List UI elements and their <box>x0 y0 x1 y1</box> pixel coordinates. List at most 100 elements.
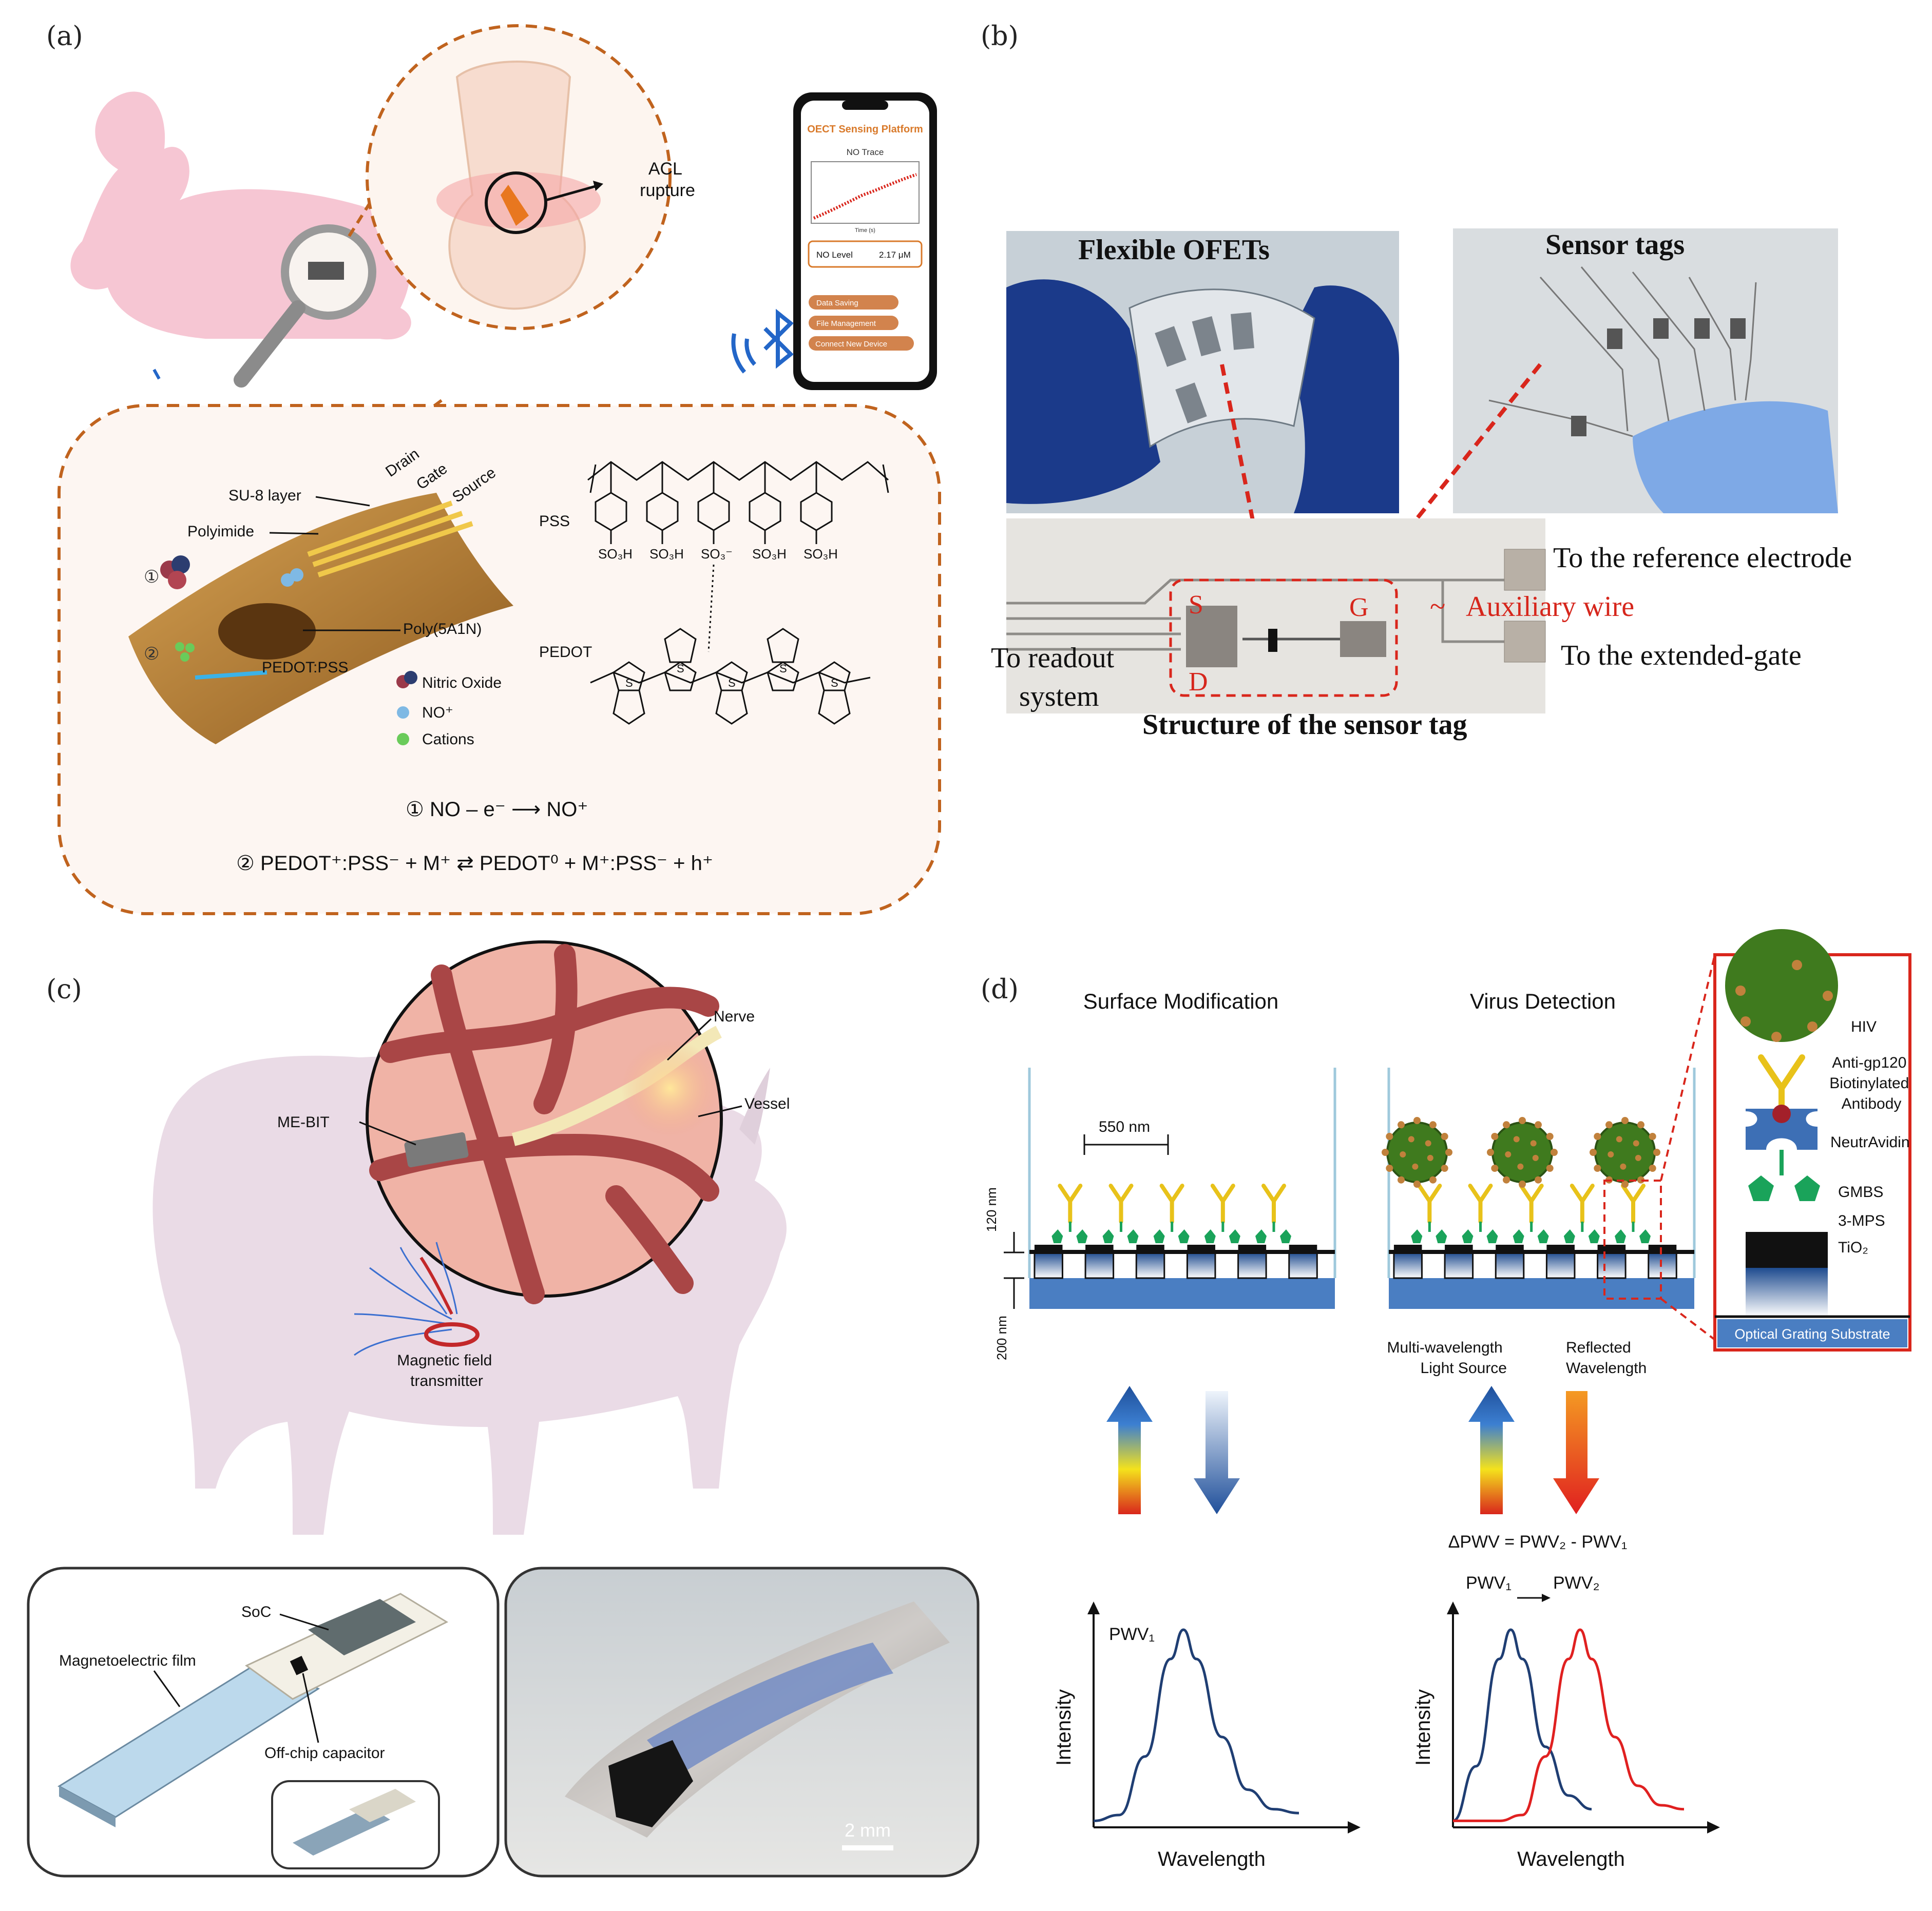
device-sensing-well <box>218 603 316 660</box>
panel-c: (c) ME-BIT Nerve Vessel <box>27 940 980 1878</box>
substrate-left <box>1029 1278 1335 1309</box>
arrow-reflected-left <box>1194 1391 1240 1514</box>
panel-d: (d) Surface Modification Virus Detection… <box>981 929 1911 1870</box>
grating-tooth <box>1648 1251 1677 1279</box>
chart2-xlabel: Wavelength <box>1517 1848 1625 1870</box>
label-g: G <box>1349 593 1369 622</box>
phone-button-files-label: File Management <box>816 319 876 328</box>
title-virus-detection: Virus Detection <box>1470 989 1616 1013</box>
phone-button-files[interactable] <box>809 316 898 330</box>
glove-hand <box>1633 401 1838 513</box>
delta-pwv: ΔPWV = PWV₂ - PWV₁ <box>1448 1532 1628 1552</box>
inset-antibody-line2: Biotinylated <box>1829 1075 1909 1092</box>
marker-2: ② <box>144 644 159 664</box>
title-surface-mod: Surface Modification <box>1083 989 1279 1013</box>
label-reflected: Reflected Wavelength <box>1566 1339 1647 1377</box>
chart2-ylabel: Intensity <box>1412 1689 1434 1766</box>
curve-1 <box>1452 1628 1592 1822</box>
source-drain-chip <box>1186 606 1237 667</box>
virus-particle <box>1590 1117 1660 1188</box>
panel-d-label: (d) <box>981 974 1019 1005</box>
antibody <box>1462 1184 1498 1243</box>
label-s: S <box>1189 590 1203 620</box>
label-transmitter-line2: transmitter <box>410 1373 483 1389</box>
panel-b: (b) Flexible OFETs Sensor tags <box>981 21 1852 741</box>
inset-antibody-line3: Antibody <box>1842 1095 1902 1112</box>
label-mebit: ME-BIT <box>277 1114 330 1131</box>
phone-level-box <box>808 240 923 268</box>
scale-bar-label: 2 mm <box>845 1820 891 1841</box>
antibody <box>1102 1184 1139 1243</box>
substrate-right <box>1389 1278 1694 1309</box>
well-walls <box>1028 1068 1696 1278</box>
so3h-2: SO₃H <box>649 546 684 562</box>
label-readout-line2: system <box>1019 681 1099 712</box>
phone-title: OECT Sensing Platform <box>807 124 923 135</box>
label-light-source: Multi-wavelength Light Source <box>1387 1339 1507 1377</box>
soc-chip <box>308 1599 416 1655</box>
grating-tooth <box>1495 1251 1525 1279</box>
arrow-tags-to-tag <box>1394 363 1542 546</box>
pedot-s-1: S <box>625 677 633 689</box>
inset-grating <box>1746 1268 1828 1317</box>
chart1-ylabel: Intensity <box>1053 1689 1075 1766</box>
optical-grating-substrate <box>1717 1319 1907 1347</box>
phone-button-save[interactable] <box>809 295 898 310</box>
vessel-glow <box>621 1039 719 1137</box>
label-transmitter: Magnetic field transmitter <box>397 1352 496 1389</box>
grating-tooth <box>1545 1251 1576 1279</box>
label-readout: To readout system <box>991 642 1121 712</box>
phone-button-save-label: Data Saving <box>816 299 858 307</box>
pss-label: PSS <box>539 513 570 530</box>
arrow-incident-left <box>1106 1386 1153 1514</box>
label-tilde: ~ <box>1430 591 1445 623</box>
antibody <box>1513 1184 1549 1243</box>
curve-2 <box>1453 1628 1685 1822</box>
grating-tooth <box>1135 1251 1165 1279</box>
sensor-tag-structure-photo <box>1006 518 1545 713</box>
virus-particles <box>1382 1117 1660 1188</box>
phone-level-label: NO Level <box>816 250 853 260</box>
chart-virus-detection: Intensity Wavelength PWV₁ PWV₂ <box>1412 1573 1720 1870</box>
gmbs-linker-2 <box>1794 1175 1820 1201</box>
photo-ofets-title: Flexible OFETs <box>1078 234 1270 266</box>
grating-tooth <box>1237 1251 1267 1279</box>
label-vessel: Vessel <box>744 1095 790 1112</box>
grating-tooth <box>1034 1251 1063 1279</box>
antibody <box>1255 1184 1291 1243</box>
antibodies <box>1051 1184 1651 1243</box>
chart2-pwv1: PWV₁ <box>1466 1573 1512 1593</box>
label-capacitor: Off-chip capacitor <box>264 1745 385 1762</box>
dim-120-label: 120 nm <box>984 1187 999 1232</box>
inset-tio2: TiO₂ <box>1838 1239 1868 1256</box>
tio2-layer <box>1746 1232 1828 1268</box>
gmbs-linker-1 <box>1748 1175 1774 1201</box>
so3h-3: SO₃H <box>752 546 787 562</box>
label-extended-gate: To the extended-gate <box>1561 640 1802 671</box>
grating-tooth <box>1444 1251 1474 1279</box>
sensor-tag-highlight <box>1169 578 1398 697</box>
acl-label-line1: ACL <box>648 159 682 179</box>
phone-button-connect-label: Connect New Device <box>815 340 887 349</box>
grating-tooth <box>1288 1251 1318 1279</box>
dim-200-label: 200 nm <box>994 1316 1009 1360</box>
label-poly5a1n: Poly(5A1N) <box>403 621 482 638</box>
inset-neutravidin: NeutrAvidin <box>1830 1134 1910 1151</box>
hiv-virus <box>1725 929 1838 1042</box>
antibody <box>1411 1184 1447 1243</box>
virus-particle <box>1487 1117 1558 1188</box>
inset-hiv: HIV <box>1851 1018 1877 1035</box>
pedot-s-2: S <box>677 662 684 675</box>
inset-3mps: 3-MPS <box>1838 1212 1885 1229</box>
phone-button-connect[interactable] <box>809 336 914 351</box>
legend-no-plus: NO⁺ <box>422 704 453 721</box>
label-soc: SoC <box>241 1604 271 1620</box>
inset-gmbs: GMBS <box>1838 1184 1883 1201</box>
oect-device <box>128 493 513 744</box>
caption-sensor-tag: Structure of the sensor tag <box>1142 709 1467 741</box>
pedot-label: PEDOT <box>539 644 592 661</box>
acl-pointer <box>545 183 601 202</box>
equation-1: ① NO – e⁻ ⟶ NO⁺ <box>406 798 588 821</box>
so3h-1: SO₃H <box>598 546 633 562</box>
virus-particle <box>1382 1117 1452 1188</box>
